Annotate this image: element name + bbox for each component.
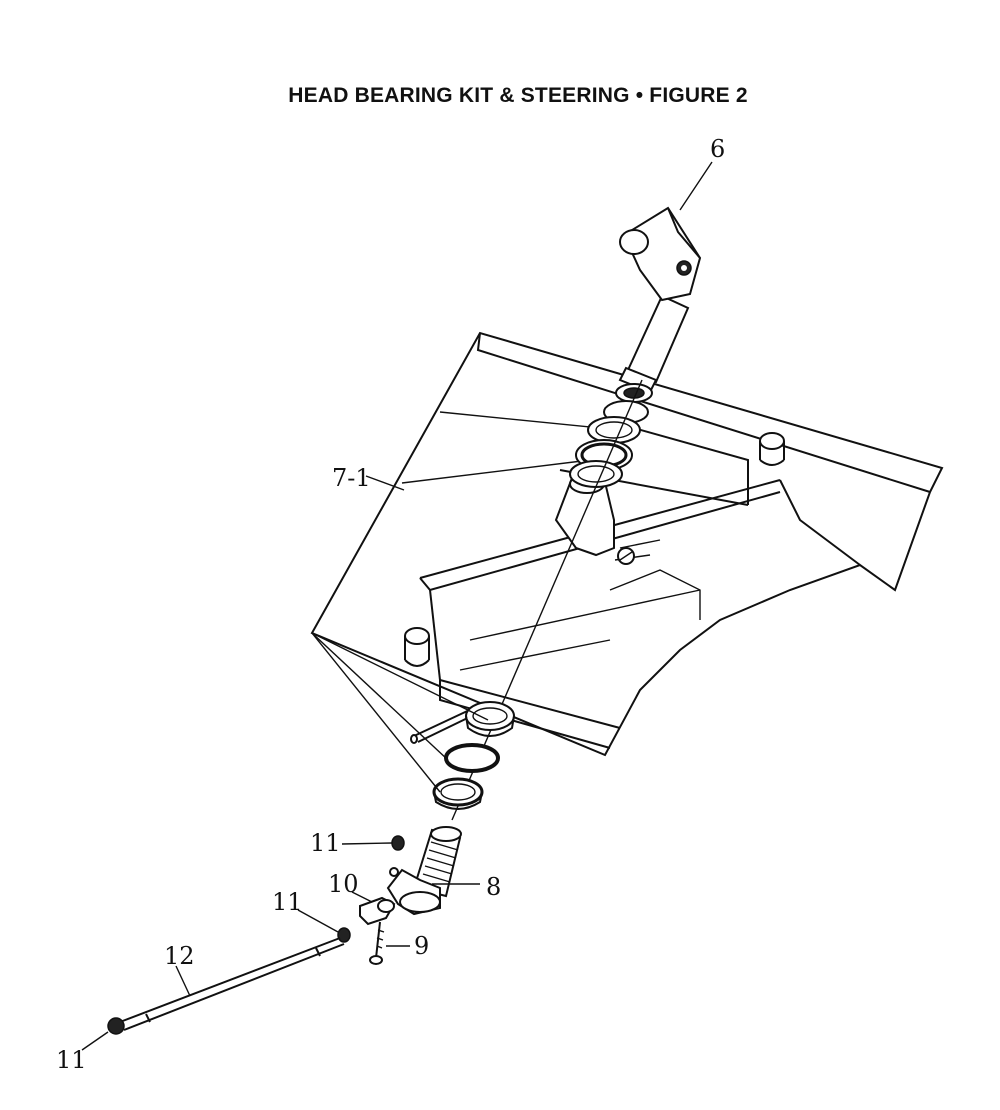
callout-11-top: 11 — [310, 829, 341, 857]
steering-column — [618, 206, 702, 394]
page-title: HEAD BEARING KIT & STEERING • FIGURE 2 — [288, 84, 748, 107]
upper-bearing-stack — [569, 383, 653, 488]
callout-11-bottom: 11 — [56, 1046, 87, 1074]
callout-12: 12 — [164, 942, 195, 970]
nut-top — [391, 835, 405, 851]
nut-mid — [337, 927, 351, 943]
steering-spindle — [386, 826, 462, 916]
callout-labels: 6 7-1 8 9 10 11 11 12 11 — [56, 135, 725, 1074]
callout-6: 6 — [710, 135, 725, 163]
tie-rod-assembly — [107, 835, 405, 1035]
callout-7-1: 7-1 — [332, 464, 371, 492]
lower-bearing-stack — [432, 701, 515, 810]
callout-11-mid: 11 — [272, 888, 303, 916]
callout-9: 9 — [414, 932, 429, 960]
callout-10: 10 — [328, 870, 359, 898]
nut-bottom — [107, 1017, 125, 1035]
callout-8: 8 — [486, 873, 501, 901]
leader-lines — [81, 161, 713, 1051]
